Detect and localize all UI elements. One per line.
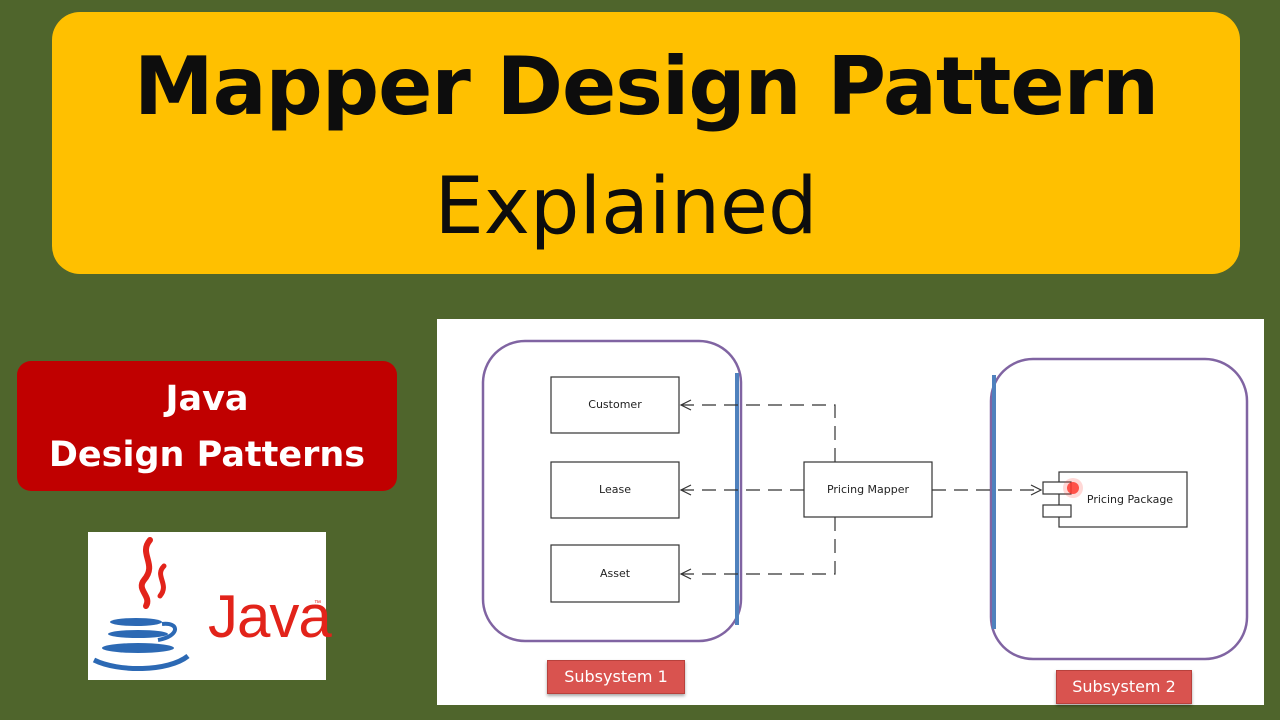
subsystem-1-label: Subsystem 1 [547,660,685,694]
mapper-diagram: Customer Lease Asset Pricing Mapper Pric… [437,319,1264,705]
subsystem-2-outline [989,357,1249,661]
subsystem-1-outline [481,339,743,643]
pricing-mapper-label: Pricing Mapper [826,483,910,496]
connector-customer [681,404,836,462]
customer-box [550,376,680,434]
title-line-1: Mapper Design Pattern [133,40,1159,133]
customer-label: Customer [588,398,642,411]
title-line-2: Explained [434,162,818,252]
subsystem-2-label: Subsystem 2 [1056,670,1192,704]
badge-line-1: Java [165,379,249,419]
java-cup-icon [92,537,190,672]
java-logo-text: Java [208,583,332,650]
asset-box [550,544,680,603]
badge-line-2: Design Patterns [48,435,366,475]
series-badge: Java Design Patterns [17,361,397,491]
java-logo: Java ™ [88,532,332,680]
trademark-mark: ™ [314,600,321,607]
lease-label: Lease [599,483,631,496]
diagram-shapes [481,339,1249,661]
connector-asset [681,517,836,575]
title-banner: Mapper Design Pattern Explained [52,12,1240,274]
pricing-package-box [1058,471,1188,528]
component-port-bottom [1042,504,1072,518]
pricing-mapper-box [803,461,933,518]
cursor-highlight [1067,482,1079,494]
lease-box [550,461,680,519]
asset-label: Asset [599,567,631,580]
pricing-package-label: Pricing Package [1086,493,1174,506]
